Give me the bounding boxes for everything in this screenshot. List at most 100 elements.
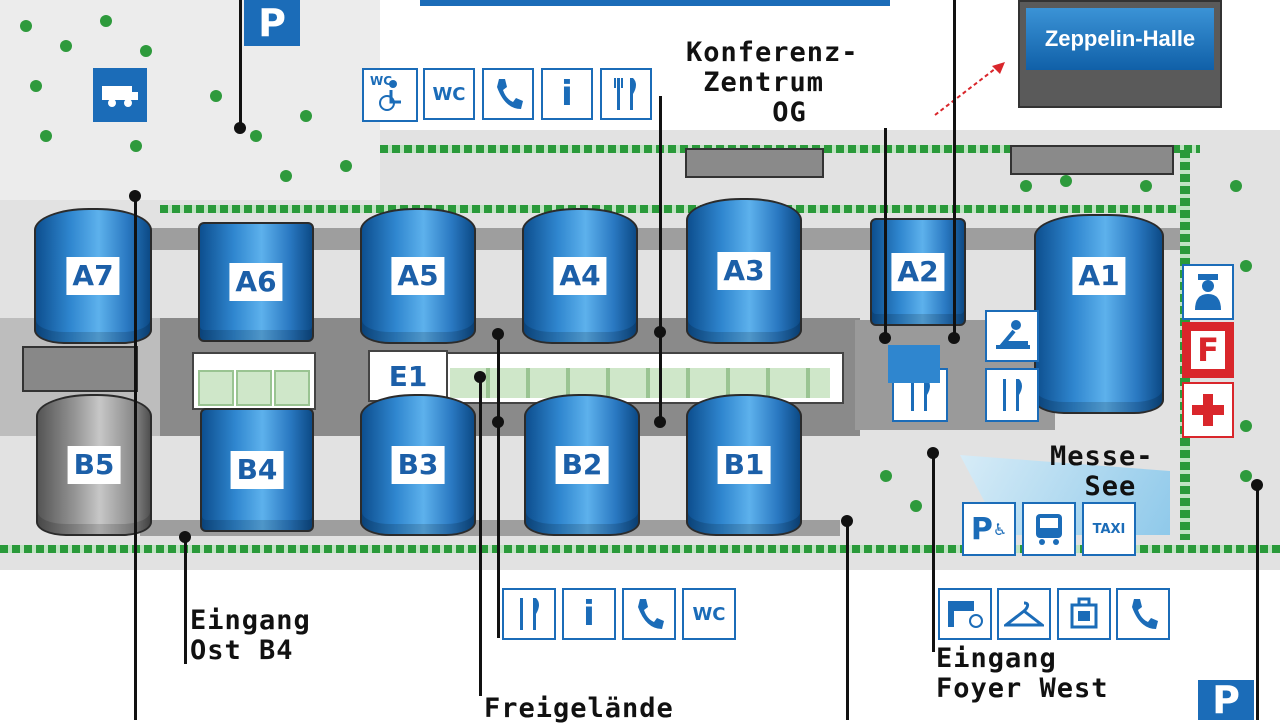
hall-b4-label: B4 <box>230 451 284 489</box>
tree <box>20 20 32 32</box>
hall-a1[interactable]: A1 <box>1034 214 1164 414</box>
zeppelin-halle-label: Zeppelin-Halle <box>1044 26 1196 51</box>
hall-b5[interactable]: B5 <box>36 394 152 536</box>
ticket-counter-icon[interactable] <box>938 588 992 640</box>
leader-line <box>953 0 956 338</box>
freigelaende-label: Freigelände <box>484 693 674 724</box>
hall-a3[interactable]: A3 <box>686 198 802 344</box>
messe-see-label: Messe- See <box>1050 441 1154 502</box>
konferenz-zentrum-label: Konferenz- Zentrum OG <box>686 37 859 128</box>
freigelaende-area <box>450 368 830 398</box>
bus-icon[interactable] <box>1022 502 1076 556</box>
hall-b2[interactable]: B2 <box>524 394 640 536</box>
parking-sign-north[interactable]: P <box>244 0 300 46</box>
hall-b3[interactable]: B3 <box>360 394 476 536</box>
tree <box>340 160 352 172</box>
hall-b1[interactable]: B1 <box>686 394 802 536</box>
tree <box>140 45 152 57</box>
wc-accessible-icon[interactable]: WC <box>362 68 418 122</box>
tree <box>250 130 262 142</box>
phone-icon[interactable] <box>482 68 534 120</box>
hall-a6[interactable]: A6 <box>198 222 314 342</box>
hall-a5-label: A5 <box>391 257 445 295</box>
restaurant-icon[interactable] <box>985 368 1039 422</box>
hedge-south <box>0 545 1280 553</box>
north-lawn <box>0 0 380 200</box>
wc-icon[interactable]: WC <box>423 68 475 120</box>
tree <box>910 500 922 512</box>
leader-dot <box>1251 479 1263 491</box>
restaurant-icon[interactable] <box>502 588 556 640</box>
restaurant-icon[interactable] <box>600 68 652 120</box>
hall-b3-label: B3 <box>391 446 445 484</box>
leader-line <box>846 520 849 720</box>
hedge-north <box>160 205 1180 213</box>
leader-dot <box>492 328 504 340</box>
hall-b1-label: B1 <box>717 446 771 484</box>
disabled-parking-icon[interactable]: P♿ <box>962 502 1016 556</box>
tree <box>100 15 112 27</box>
taxi-icon[interactable]: TAXI <box>1082 502 1136 556</box>
west-entrance-block <box>22 346 138 392</box>
lawn-cell <box>236 370 272 406</box>
caravan-icon[interactable] <box>93 68 147 122</box>
information-desk-icon[interactable] <box>985 310 1039 362</box>
leader-dot <box>654 416 666 428</box>
phone-icon[interactable] <box>622 588 676 640</box>
tree <box>210 90 222 102</box>
leader-line <box>884 128 887 338</box>
cloakroom-icon[interactable] <box>997 588 1051 640</box>
luggage-icon[interactable] <box>1057 588 1111 640</box>
tree <box>1230 180 1242 192</box>
tree <box>40 130 52 142</box>
leader-dot <box>234 122 246 134</box>
a2-annex <box>888 345 940 383</box>
hall-a7-label: A7 <box>66 257 120 295</box>
leader-line <box>1256 484 1259 720</box>
hall-b2-label: B2 <box>555 446 609 484</box>
hall-a2-label: A2 <box>891 253 945 291</box>
hall-a5[interactable]: A5 <box>360 208 476 344</box>
tree <box>1240 470 1252 482</box>
hall-b5-label: B5 <box>67 446 121 484</box>
tree <box>1140 180 1152 192</box>
tree <box>280 170 292 182</box>
tree <box>880 470 892 482</box>
hall-a6-label: A6 <box>229 263 283 301</box>
leader-dot <box>948 332 960 344</box>
info-icon[interactable]: i <box>541 68 593 120</box>
leader-dot <box>129 190 141 202</box>
wc-icon[interactable]: WC <box>682 588 736 640</box>
leader-line <box>184 536 187 664</box>
leader-dot <box>654 326 666 338</box>
leader-line <box>932 452 935 652</box>
phone-icon[interactable] <box>1116 588 1170 640</box>
building-bar <box>1010 145 1174 175</box>
leader-dot <box>179 531 191 543</box>
info-icon[interactable]: i <box>562 588 616 640</box>
eingang-foyer-west-label: Eingang Foyer West <box>936 643 1109 704</box>
red-arrow <box>930 60 1010 120</box>
leader-dot <box>492 416 504 428</box>
building-roof-top <box>420 0 890 6</box>
zeppelin-halle-building[interactable]: Zeppelin-Halle <box>1018 0 1222 108</box>
fire-station-icon[interactable]: F <box>1182 322 1234 378</box>
leader-dot <box>841 515 853 527</box>
tree <box>130 140 142 152</box>
hall-a3-label: A3 <box>717 252 771 290</box>
entrance-e1[interactable]: E1 <box>368 350 448 402</box>
first-aid-icon[interactable] <box>1182 382 1234 438</box>
hall-a4[interactable]: A4 <box>522 208 638 344</box>
security-icon[interactable] <box>1182 264 1234 320</box>
leader-dot <box>879 332 891 344</box>
lawn-cell <box>198 370 234 406</box>
leader-line <box>497 333 500 638</box>
tree <box>1020 180 1032 192</box>
bottom-walkway <box>140 520 840 536</box>
tree <box>300 110 312 122</box>
building-bar <box>685 148 824 178</box>
hall-b4[interactable]: B4 <box>200 408 314 532</box>
parking-sign-south[interactable]: P <box>1198 678 1254 722</box>
hall-a7[interactable]: A7 <box>34 208 152 344</box>
lawn-cell <box>274 370 310 406</box>
